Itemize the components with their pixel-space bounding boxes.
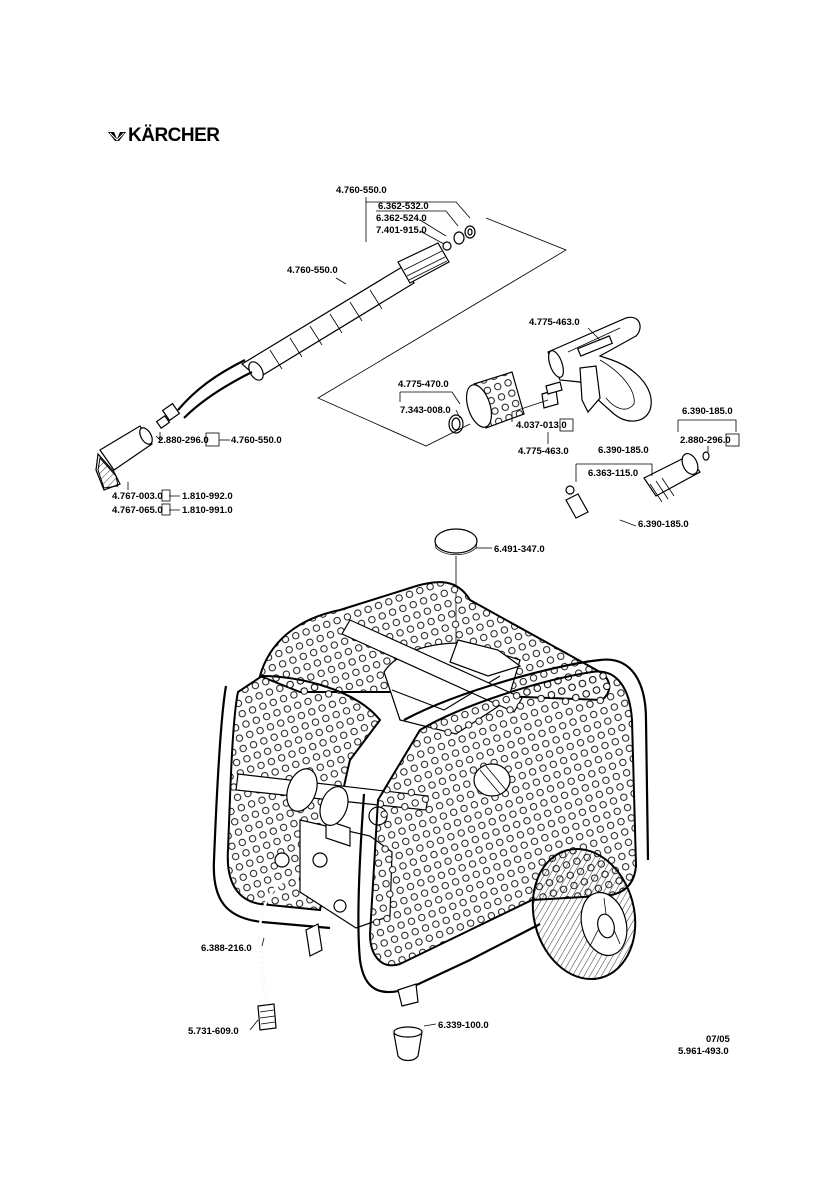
label-hose-oring: 6.363-115.0 <box>588 468 638 479</box>
label-hose-mid: 6.390-185.0 <box>598 445 649 456</box>
label-nozzle-a: 4.767-003.0 <box>112 491 163 502</box>
brand-logo-text: KÄRCHER <box>128 125 220 146</box>
label-wand-top: 4.760-550.0 <box>336 185 387 196</box>
label-date: 07/05 <box>706 1034 730 1045</box>
label-hose-coupling: 2.880-296.0 <box>680 435 731 446</box>
label-grip-ring: 7.343-008.0 <box>400 405 451 416</box>
label-seal-b: 6.362-524.0 <box>376 213 427 224</box>
part-labels: 4.760-550.0 6.362-532.0 6.362-524.0 7.40… <box>112 185 733 1057</box>
pressure-washer-machine <box>212 528 650 1062</box>
spray-lance <box>155 225 476 429</box>
label-nozzle-coupling: 2.880-296.0 <box>158 435 209 446</box>
label-doc-number: 5.961-493.0 <box>678 1046 729 1057</box>
wheel <box>531 847 637 981</box>
label-nozzle-b: 4.767-065.0 <box>112 505 163 516</box>
label-suction-hose: 6.388-216.0 <box>201 943 252 954</box>
tank-cap <box>434 528 478 554</box>
leader-lines <box>127 197 737 1031</box>
label-nozzle-b-alt: 1.810-991.0 <box>182 505 233 516</box>
label-nozzle-a-alt: 1.810-992.0 <box>182 491 233 502</box>
brand-logo-mark-icon <box>108 132 126 141</box>
brand-logo: KÄRCHER <box>108 125 221 146</box>
label-wand-nozzle-ref: 4.760-550.0 <box>231 435 282 446</box>
label-hose-end: 6.390-185.0 <box>638 519 689 530</box>
hose-assembly <box>565 451 710 582</box>
label-trigger-part: 4.037-013.0 <box>516 420 567 431</box>
label-cap: 6.491-347.0 <box>494 544 545 555</box>
label-seal-a: 6.362-532.0 <box>378 201 429 212</box>
label-grip: 4.775-470.0 <box>398 379 449 390</box>
label-wand-mid: 4.760-550.0 <box>287 265 338 276</box>
nozzle-assembly <box>95 425 153 491</box>
label-gun: 4.775-463.0 <box>529 317 580 328</box>
label-oring: 7.401-915.0 <box>376 225 427 236</box>
label-foot: 6.339-100.0 <box>438 1020 489 1031</box>
label-filter: 5.731-609.0 <box>188 1026 239 1037</box>
spray-gun <box>448 316 652 434</box>
inspection-window <box>473 763 511 797</box>
label-hose-top: 6.390-185.0 <box>682 406 733 417</box>
label-gun-ref: 4.775-463.0 <box>518 446 569 457</box>
